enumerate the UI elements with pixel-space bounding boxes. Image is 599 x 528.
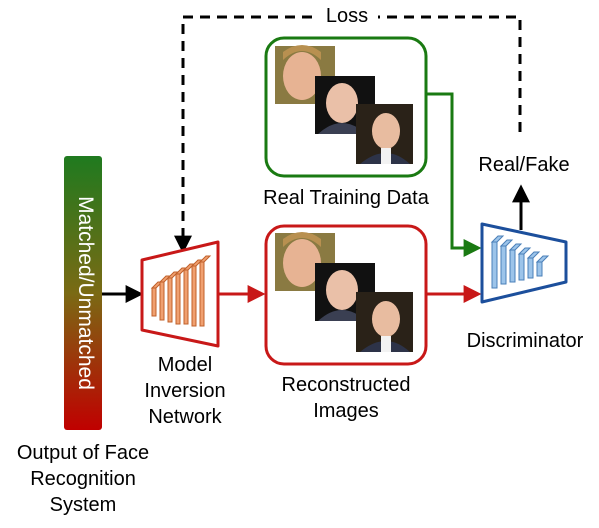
label-line: Recognition [30, 468, 136, 490]
label-line: Inversion [144, 380, 226, 402]
label-line: Images [313, 400, 379, 422]
blue-conv-layers-icon [490, 235, 550, 289]
real-faces-icon [275, 45, 413, 164]
model-inversion-network-label: Model Inversion Network [130, 352, 240, 430]
label-line: Model [157, 354, 213, 376]
loss-dashed-path [174, 15, 522, 254]
reconstructed-faces-icon [275, 232, 413, 352]
reconstructed-images-label: Reconstructed Images [246, 372, 446, 424]
real-fake-label: Real/Fake [478, 154, 570, 176]
discriminator-label: Discriminator [466, 330, 584, 352]
loss-label: Loss [316, 3, 378, 29]
output-face-recognition-label: Output of Face Recognition System [0, 440, 166, 518]
matched-unmatched-bar [64, 156, 102, 430]
label-line: Reconstructed [281, 374, 411, 396]
real-to-discriminator-arrow [426, 92, 482, 257]
matched-unmatched-label: Matched/Unmatched [74, 196, 97, 390]
label-line: Network [148, 406, 222, 428]
real-training-data-label: Real Training Data [263, 187, 429, 209]
label-line: Output of Face [16, 442, 150, 464]
orange-conv-layers-icon [150, 255, 212, 327]
label-line: System [49, 494, 117, 516]
